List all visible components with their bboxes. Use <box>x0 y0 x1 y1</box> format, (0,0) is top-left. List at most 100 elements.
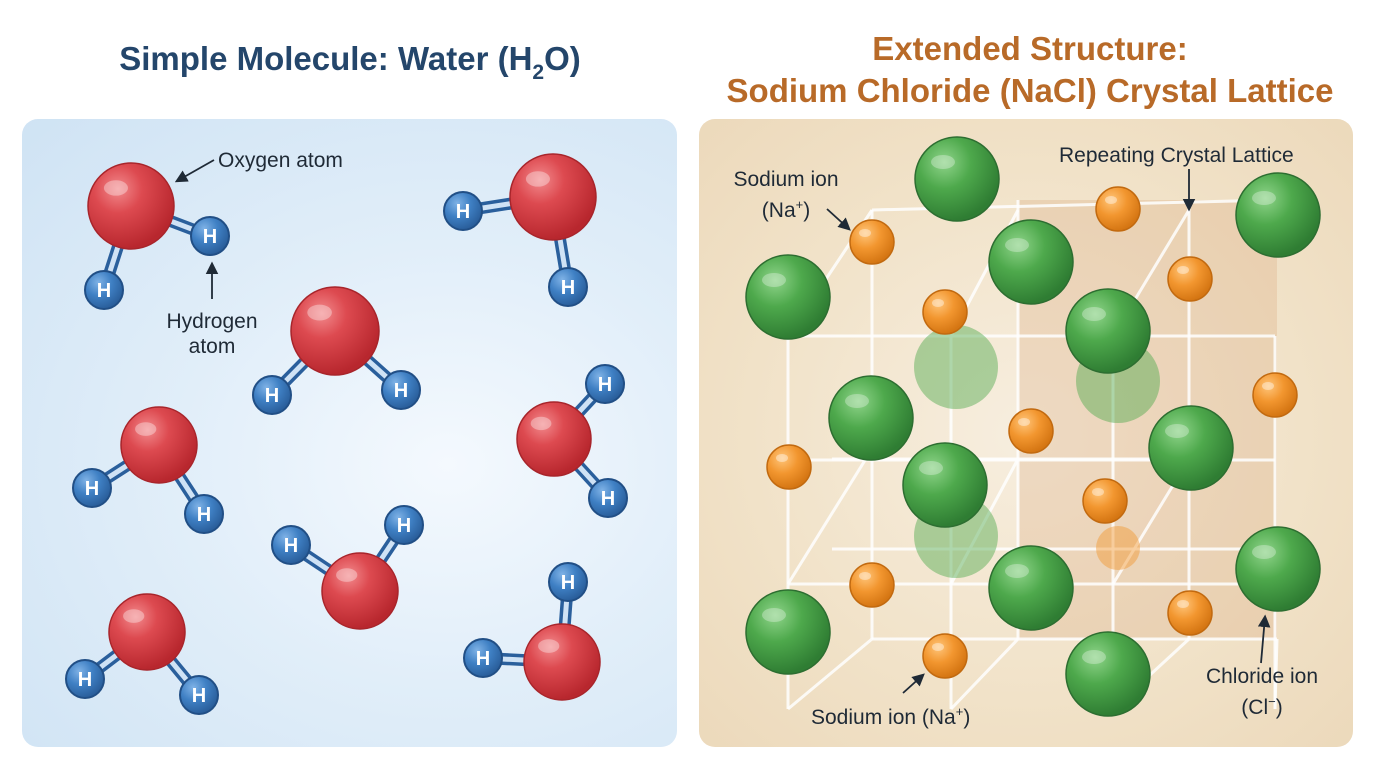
oxygen-atom <box>87 162 175 250</box>
water-molecule: HH <box>65 593 219 715</box>
hydrogen-atom <box>443 191 483 231</box>
hydrogen-atom <box>548 267 588 307</box>
sodium-ion <box>1252 372 1298 418</box>
lattice-line <box>787 637 873 711</box>
hydrogen-label-line1: Hydrogen <box>166 310 258 333</box>
sodium-top-label-arrow <box>826 208 851 231</box>
chloride-ion <box>988 545 1074 631</box>
hydrogen-symbol: H <box>85 478 99 500</box>
chloride-ion <box>828 375 914 461</box>
water-title-main: Simple Molecule: Water (H <box>119 40 533 77</box>
sodium-ion <box>849 562 895 608</box>
chloride-ion <box>988 219 1074 305</box>
sodium-ion <box>1167 256 1213 302</box>
hydrogen-atom <box>184 494 224 534</box>
oxygen-shine <box>336 568 358 582</box>
sodium-top-line1: Sodium ion <box>733 168 839 191</box>
oxygen-shine <box>123 609 145 623</box>
sodium-ion-bottom-label: Sodium ion (Na+) <box>811 699 970 730</box>
nacl-title-line2: Sodium Chloride (NaCl) Crystal Lattice <box>726 72 1334 109</box>
hydrogen-symbol: H <box>561 277 575 299</box>
lattice-line <box>786 448 874 585</box>
chloride-line2: (Cl−) <box>1187 689 1337 720</box>
chloride-charge: − <box>1268 694 1276 709</box>
oxygen-shine <box>530 416 552 431</box>
chloride-ion-label: Chloride ion (Cl−) <box>1187 664 1337 720</box>
hydrogen-atom <box>65 659 105 699</box>
oxygen-atom <box>108 593 186 671</box>
oxygen-atom-label: Oxygen atom <box>218 149 343 172</box>
hydrogen-symbol: H <box>78 669 92 691</box>
water-molecule: HH <box>72 406 224 534</box>
hydrogen-atom <box>463 638 503 678</box>
sodium-ion <box>1082 478 1128 524</box>
hydrogen-atom <box>179 675 219 715</box>
sodium-top-charge: + <box>795 197 804 212</box>
chloride-ion <box>745 254 831 340</box>
hydrogen-symbol: H <box>456 201 470 223</box>
hydrogen-atom <box>252 375 292 415</box>
chloride-ion <box>1235 172 1321 258</box>
hydrogen-symbol: H <box>192 685 206 707</box>
oxygen-shine <box>525 171 550 187</box>
hydrogen-atom <box>84 270 124 310</box>
hydrogen-symbol: H <box>284 535 298 557</box>
hydrogen-atom <box>271 525 311 565</box>
hydrogen-symbol: H <box>598 374 612 396</box>
hydrogen-atom <box>381 370 421 410</box>
chloride-ion <box>1235 526 1321 612</box>
water-title-end: O) <box>544 40 581 77</box>
sodium-ion-top-label: Sodium ion (Na+) <box>721 167 851 223</box>
oxygen-atom <box>321 552 399 630</box>
chloride-ion <box>1148 405 1234 491</box>
chloride-ion <box>1065 631 1151 717</box>
water-molecule: HH <box>271 505 424 630</box>
sodium-top-formula: (Na <box>761 199 796 222</box>
water-molecule: HH <box>463 562 601 701</box>
water-panel-title: Simple Molecule: Water (H2O) <box>20 40 680 84</box>
nacl-lattice-diagram <box>745 136 1321 717</box>
nacl-title-line1: Extended Structure: <box>872 30 1188 67</box>
chloride-ion <box>1065 288 1151 374</box>
hydrogen-atom <box>585 364 625 404</box>
oxygen-shine <box>307 304 332 321</box>
hydrogen-atom <box>384 505 424 545</box>
hydrogen-symbol: H <box>97 280 111 302</box>
sodium-ion <box>1167 590 1213 636</box>
oxygen-shine <box>538 639 560 653</box>
sodium-ion <box>766 444 812 490</box>
chloride-label-arrow <box>1257 614 1271 664</box>
chloride-ion-back <box>914 325 998 409</box>
oxygen-label-arrow <box>174 159 215 183</box>
chloride-ion <box>902 442 988 528</box>
sodium-ion <box>1008 408 1054 454</box>
water-molecule: HH <box>516 364 628 518</box>
hydrogen-atom-label: Hydrogen atom <box>152 309 272 359</box>
water-molecule: HH <box>443 153 597 307</box>
nacl-panel-title: Extended Structure: Sodium Chloride (NaC… <box>690 28 1370 112</box>
hydrogen-symbol: H <box>197 504 211 526</box>
sodium-bottom-charge: + <box>955 704 964 719</box>
sodium-ion <box>1095 186 1141 232</box>
sodium-bottom-label-arrow <box>902 673 925 694</box>
chloride-formula: (Cl <box>1241 696 1269 719</box>
lattice-line <box>1273 638 1279 710</box>
oxygen-atom <box>509 153 597 241</box>
sodium-ion <box>922 289 968 335</box>
oxygen-shine <box>135 422 157 436</box>
hydrogen-atom <box>548 562 588 602</box>
chloride-close: ) <box>1275 696 1283 719</box>
oxygen-atom <box>290 286 380 376</box>
sodium-top-close: ) <box>803 199 811 222</box>
hydrogen-symbol: H <box>203 226 217 248</box>
oxygen-atom <box>523 623 601 701</box>
hydrogen-atom <box>190 216 230 256</box>
oxygen-shine <box>103 180 128 196</box>
water-molecule: HH <box>84 162 230 310</box>
hydrogen-symbol: H <box>397 515 411 537</box>
hydrogen-symbol: H <box>561 572 575 594</box>
hydrogen-symbol: H <box>265 385 279 407</box>
oxygen-atom <box>120 406 198 484</box>
